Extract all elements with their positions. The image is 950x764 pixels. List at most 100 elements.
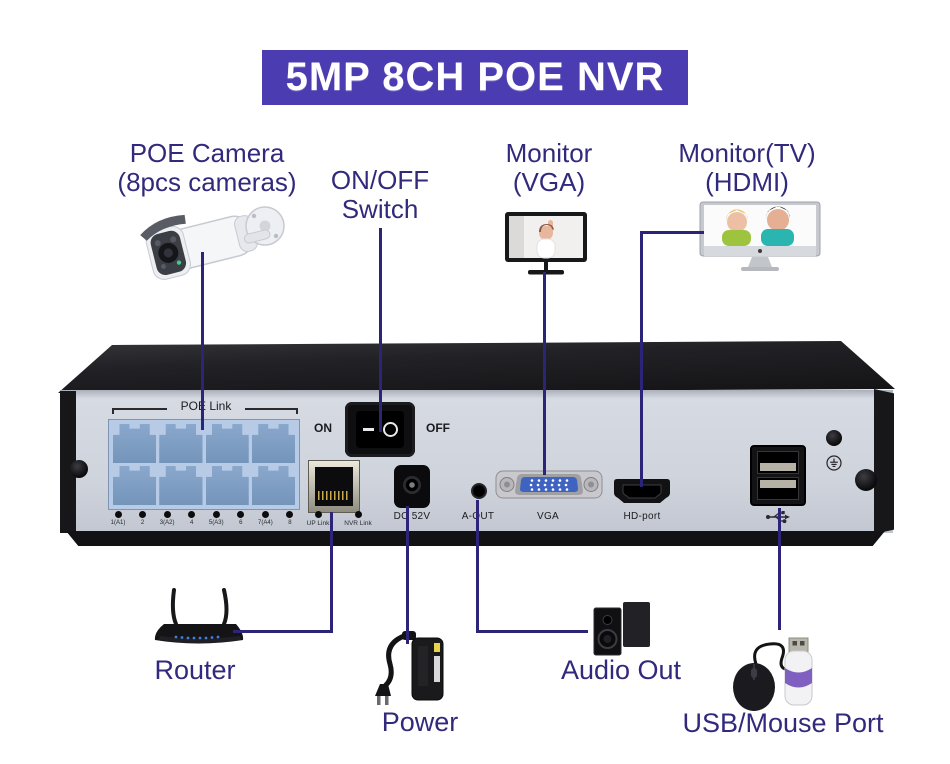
switch-off-mark-icon	[382, 422, 398, 437]
led-dot	[212, 511, 220, 518]
led-dot	[139, 511, 147, 518]
poe-link-group-label: POE Link	[180, 399, 232, 413]
hdmi-label: HD-port	[623, 511, 661, 522]
callout-monitor-vga-line2: (VGA)	[512, 167, 586, 197]
line-uplink-vertical	[330, 512, 333, 633]
line-usb-to-mouse	[778, 508, 781, 630]
callout-monitor-tv-line2: (HDMI)	[705, 167, 789, 197]
led-label: 5(A3)	[208, 520, 224, 526]
led-dot	[237, 511, 245, 518]
line-aout-to-speakers	[476, 630, 588, 633]
poe-led-5: 5(A3)	[204, 511, 228, 526]
line-tv-horizontal	[640, 231, 704, 234]
poe-led-row: 1(A1) 2 3(A2) 4 5(A3) 6 7(A4) 8	[106, 511, 302, 526]
callout-power: Power	[381, 707, 459, 737]
dc-label: DC 52V	[393, 511, 431, 522]
led-label: 3(A2)	[159, 520, 175, 526]
led-dot	[163, 511, 171, 518]
line-monitor-to-vga	[543, 272, 546, 475]
hdmi-port	[614, 479, 670, 503]
usb-port-top	[757, 451, 799, 474]
poe-led-2: 2	[131, 511, 155, 526]
poe-port-block	[108, 419, 300, 510]
nvr-top-case	[58, 341, 895, 393]
poe-port-8	[251, 466, 295, 505]
vga-port	[495, 470, 603, 499]
screw-icon	[826, 430, 842, 446]
poe-led-6: 6	[229, 511, 253, 526]
dc-power-jack	[394, 465, 430, 508]
switch-on-mark-icon	[362, 427, 374, 432]
ground-icon	[826, 455, 842, 471]
speakers-image	[593, 602, 650, 656]
uplink-led-row: UP Link NVR Link	[306, 511, 372, 527]
callout-monitor-tv-line1: Monitor(TV)	[678, 138, 816, 168]
led-dot	[286, 511, 294, 518]
callout-on-off-line2: Switch	[341, 194, 419, 224]
poe-port-2	[159, 424, 203, 463]
line-tv-to-hdmi	[640, 231, 643, 487]
led-label: NVR Link	[344, 520, 372, 527]
led-label: 4	[190, 520, 194, 526]
callout-usb-mouse: USB/Mouse Port	[682, 708, 884, 738]
poe-port-6	[159, 466, 203, 505]
line-uplink-to-router	[233, 630, 333, 633]
led-label: 6	[239, 520, 243, 526]
uplink-led: UP Link	[306, 511, 330, 527]
usb-tongue	[760, 463, 796, 471]
line-dc-to-power	[406, 506, 409, 644]
nvrlink-led: NVR Link	[344, 511, 372, 527]
uplink-port-pins	[318, 491, 350, 500]
poe-led-7: 7(A4)	[253, 511, 277, 526]
page-title: 5MP 8CH POE NVR	[285, 55, 665, 99]
poe-bracket-tick-left	[112, 408, 114, 414]
led-label: 7(A4)	[258, 520, 273, 526]
uplink-port	[308, 460, 360, 513]
poe-led-4: 4	[180, 511, 204, 526]
line-camera-to-poe	[201, 252, 204, 430]
uplink-port-hole	[315, 467, 353, 506]
poe-led-3: 3(A2)	[155, 511, 179, 526]
poe-bracket-right	[245, 408, 298, 410]
title-banner: 5MP 8CH POE NVR	[262, 50, 688, 105]
poe-led-1: 1(A1)	[106, 511, 130, 526]
poe-port-1	[113, 424, 157, 463]
callout-router: Router	[154, 655, 236, 685]
callout-monitor-vga-line1: Monitor	[505, 138, 593, 168]
usb-port-bottom	[757, 477, 799, 500]
power-adapter-image	[375, 631, 444, 705]
mouse-usb-image	[733, 637, 813, 711]
led-dot	[114, 511, 122, 518]
callout-poe-camera-line1: POE Camera	[129, 138, 285, 168]
line-label-to-switch	[379, 228, 382, 432]
screw-icon	[70, 460, 88, 478]
nvr-right-edge	[874, 389, 894, 534]
poe-port-3	[205, 424, 249, 463]
callout-on-off-switch: ON/OFF Switch	[320, 166, 440, 224]
poe-port-7	[205, 466, 249, 505]
poe-led-8: 8	[278, 511, 302, 526]
switch-off-label: OFF	[426, 421, 450, 435]
led-dot	[261, 511, 269, 518]
callout-on-off-line1: ON/OFF	[330, 165, 430, 195]
line-aout-vertical	[476, 500, 479, 633]
callout-monitor-tv: Monitor(TV) (HDMI)	[667, 139, 827, 197]
poe-port-5	[113, 466, 157, 505]
switch-on-label: ON	[314, 421, 332, 435]
usb-ports	[750, 445, 806, 506]
usb-tongue	[760, 480, 796, 488]
poe-port-4	[251, 424, 295, 463]
nvr-bottom-edge	[66, 531, 885, 546]
led-dot	[314, 511, 322, 518]
poe-bracket-left	[112, 408, 167, 410]
callout-audio-out: Audio Out	[560, 655, 682, 685]
poe-camera-image	[140, 206, 285, 280]
led-label: UP Link	[306, 520, 330, 527]
led-label: 1(A1)	[110, 520, 126, 526]
audio-out-jack	[471, 483, 487, 499]
led-dot	[354, 511, 362, 518]
led-label: 2	[140, 520, 145, 526]
dc-barrel	[403, 476, 421, 494]
screw-icon	[855, 469, 877, 491]
